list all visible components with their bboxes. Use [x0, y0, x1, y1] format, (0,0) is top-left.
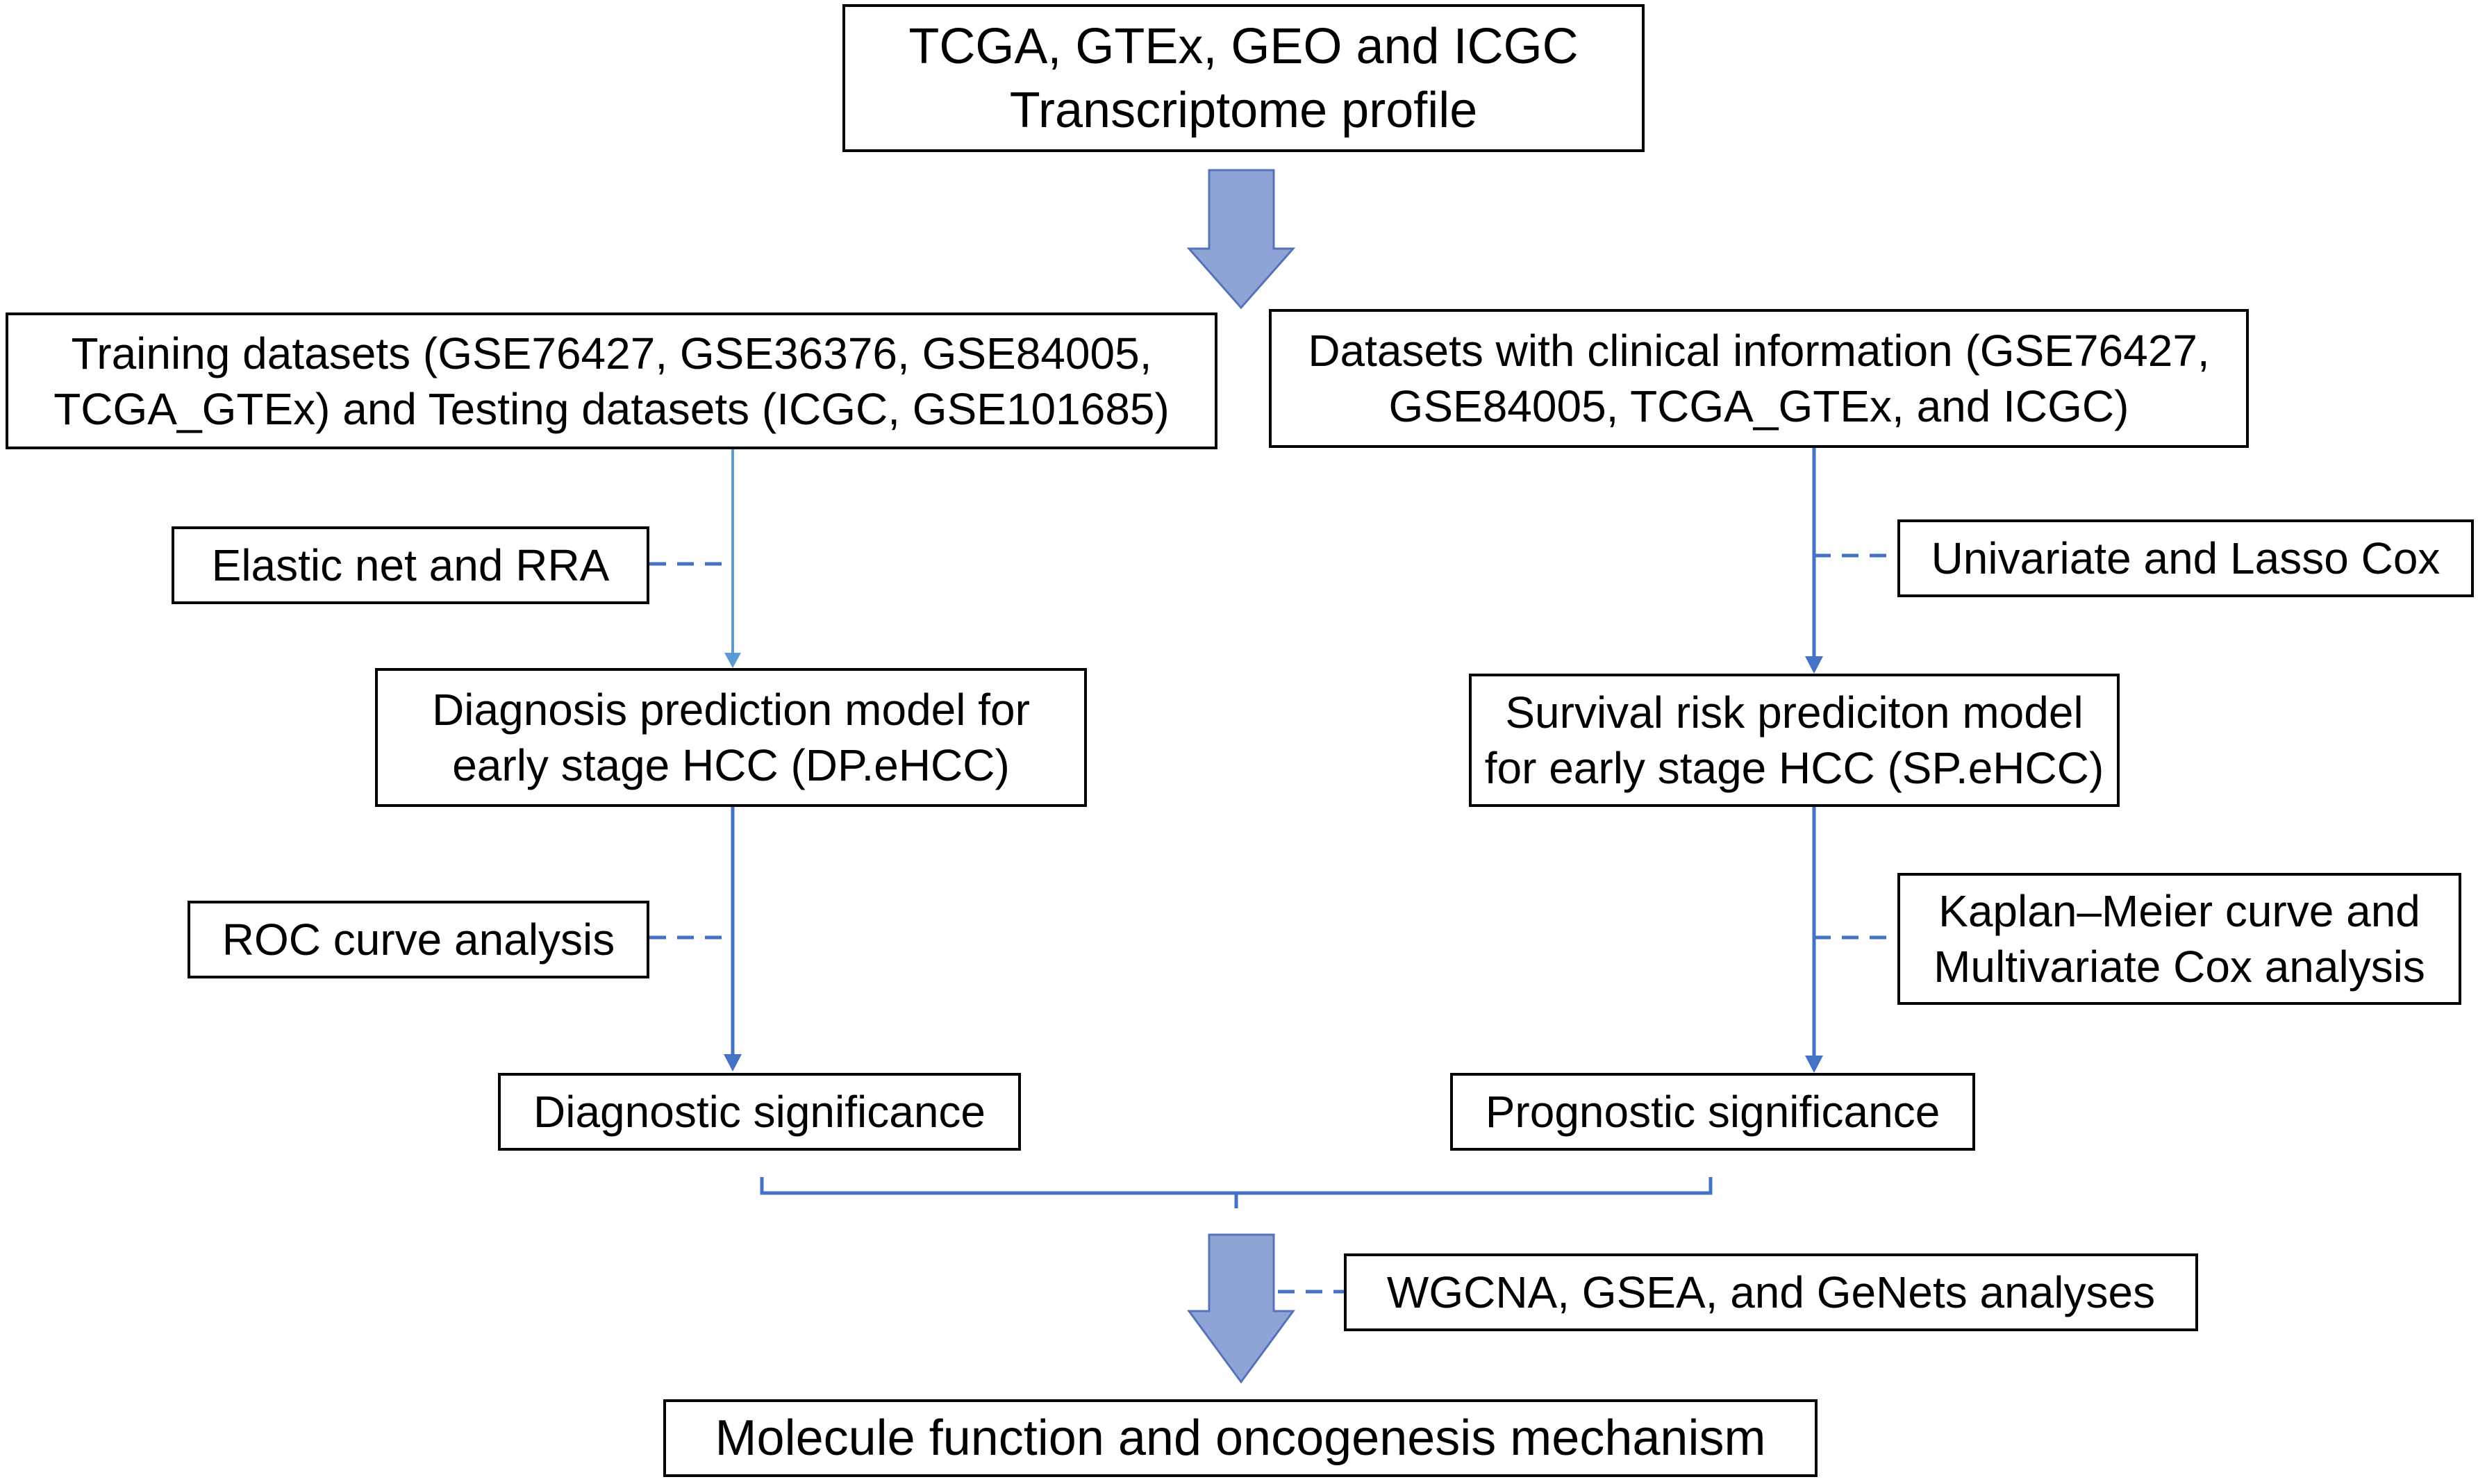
- dp-model-line-2: early stage HCC (DP.eHCC): [452, 740, 1010, 790]
- arrowhead-sp: [1805, 656, 1823, 674]
- dp-model-box: Diagnosis prediction model for early sta…: [375, 668, 1087, 807]
- big-down-arrow-1: [1186, 169, 1296, 310]
- source-line-2: Transcriptome profile: [1009, 82, 1478, 138]
- source-line-1: TCGA, GTEx, GEO and ICGC: [908, 18, 1579, 74]
- training-line-2: TCGA_GTEx) and Testing datasets (ICGC, G…: [53, 383, 1170, 434]
- source-box: TCGA, GTEx, GEO and ICGC Transcriptome p…: [842, 4, 1645, 152]
- prognostic-box: Prognostic significance: [1450, 1073, 1975, 1151]
- elastic-line-1: Elastic net and RRA: [211, 540, 610, 590]
- big-down-arrow-2: [1187, 1233, 1295, 1384]
- univariate-line-1: Univariate and Lasso Cox: [1931, 533, 2440, 583]
- arrow-top: [1186, 169, 1296, 310]
- wgcna-box: WGCNA, GSEA, and GeNets analyses: [1344, 1253, 2198, 1331]
- km-line-2: Multivariate Cox analysis: [1934, 942, 2425, 992]
- prognostic-line-1: Prognostic significance: [1485, 1087, 1940, 1137]
- training-line-1: Training datasets (GSE76427, GSE36376, G…: [71, 328, 1152, 378]
- arrowhead-diagnostic: [724, 1054, 742, 1072]
- clinical-box: Datasets with clinical information (GSE7…: [1269, 309, 2249, 448]
- elastic-box: Elastic net and RRA: [172, 526, 649, 604]
- diagnostic-line-1: Diagnostic significance: [533, 1087, 986, 1137]
- km-line-1: Kaplan–Meier curve and: [1938, 886, 2420, 936]
- dp-model-line-1: Diagnosis prediction model for: [432, 685, 1030, 735]
- molecule-line-1: Molecule function and oncogenesis mechan…: [715, 1410, 1766, 1466]
- roc-line-1: ROC curve analysis: [222, 915, 615, 965]
- clinical-line-1: Datasets with clinical information (GSE7…: [1308, 326, 2210, 376]
- wgcna-line-1: WGCNA, GSEA, and GeNets analyses: [1386, 1267, 2156, 1317]
- molecule-box: Molecule function and oncogenesis mechan…: [663, 1399, 1818, 1477]
- arrowhead-dp: [724, 653, 741, 668]
- arrow-bottom: [1187, 1233, 1295, 1384]
- roc-box: ROC curve analysis: [188, 901, 649, 978]
- training-box: Training datasets (GSE76427, GSE36376, G…: [6, 312, 1217, 449]
- clinical-line-2: GSE84005, TCGA_GTEx, and ICGC): [1388, 381, 2129, 431]
- sp-model-line-1: Survival risk prediciton model: [1505, 687, 2084, 737]
- arrowhead-prognostic: [1805, 1056, 1823, 1073]
- univariate-box: Univariate and Lasso Cox: [1897, 519, 2474, 597]
- km-box: Kaplan–Meier curve and Multivariate Cox …: [1897, 873, 2461, 1005]
- sp-model-line-2: for early stage HCC (SP.eHCC): [1484, 743, 2104, 793]
- diagnostic-box: Diagnostic significance: [498, 1073, 1021, 1151]
- merge-bracket: [760, 1177, 1713, 1208]
- sp-model-box: Survival risk prediciton model for early…: [1469, 674, 2120, 807]
